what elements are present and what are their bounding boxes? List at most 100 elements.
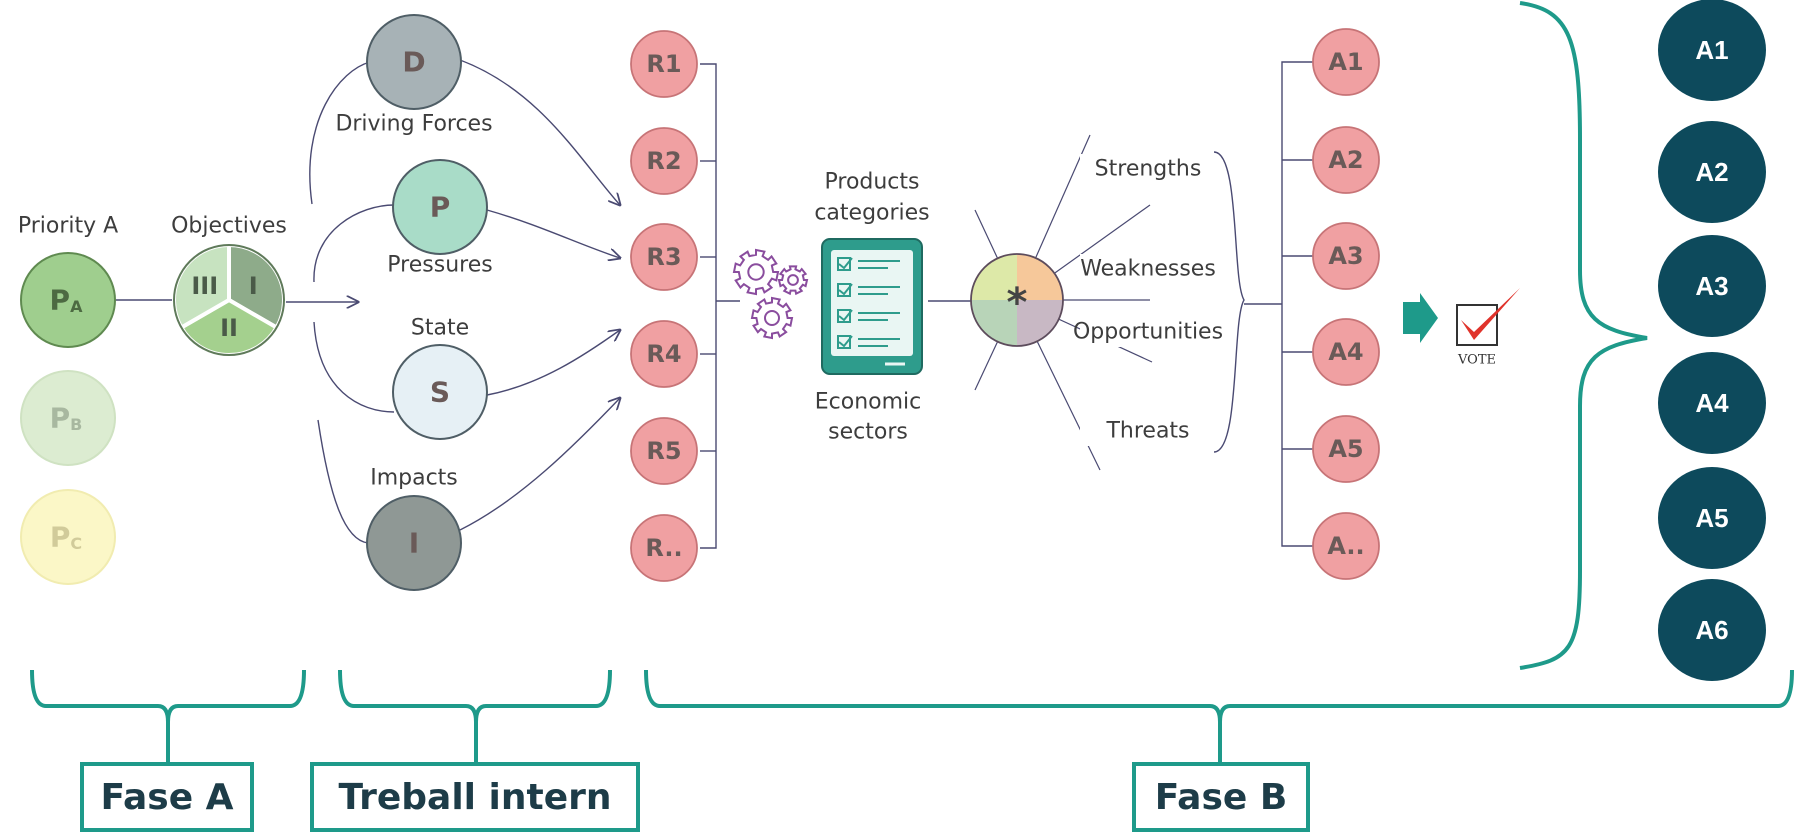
labels: Priority APAPBPCObjectivesIIIIIIDDriving… [18,35,1729,645]
connector-lines [115,59,1316,549]
action-node-label: A.. [1327,532,1364,560]
vote-box [1456,304,1498,346]
dpsir-node-letter: I [409,527,419,560]
swot-label: Threats [1105,419,1189,444]
objectives-label: Objectives [171,214,287,239]
checkbox-icon [837,283,851,297]
vote-checkbox-icon [1456,288,1520,346]
action-node [1312,126,1380,194]
treball-intern-label: Treball intern [338,776,612,818]
action-node [1312,415,1380,483]
final-action-node [1658,235,1766,337]
vote-label: VOTE [1457,353,1496,368]
response-node-label: R2 [646,147,681,175]
categories-label: categories [814,201,929,226]
gear-hub-icon [764,310,780,326]
dpsir-node-label: Pressures [387,253,492,278]
dpsir-node-label: State [411,316,469,341]
tablet-screen [831,250,913,356]
dpsir-arrow [459,398,620,531]
final-action-label: A4 [1695,388,1729,418]
treball-intern-bracket [338,669,612,723]
asterisk-icon: * [1007,280,1028,326]
teal-arrow-icon [1403,293,1438,343]
dpsir-node-letter: P [430,191,451,224]
products-label: Products [825,170,920,195]
objective-sector-label: II [220,314,238,342]
dpsir-arrow [486,209,620,258]
action-node-label: A4 [1328,338,1363,366]
response-node-label: R4 [646,340,681,368]
checkbox-icon [837,309,851,323]
fase-a-bracket [30,669,306,723]
swot-quadrant [971,254,1017,300]
check-mark-icon [838,309,853,322]
final-action-label: A5 [1695,503,1728,533]
gear-hub-icon [747,263,765,281]
dpsir-node [366,14,462,110]
checkbox-icon [837,257,851,271]
swot-label-bg [1080,317,1216,347]
swot-circle-outline [970,253,1064,347]
check-mark-icon [838,283,853,296]
objective-sector-label: III [191,272,218,300]
priority-node-subscript: B [70,415,82,434]
response-node [630,514,698,582]
treball-intern-box: Treball intern [310,762,640,832]
check-mark-icon [838,257,853,270]
actions-bracket-line [1281,61,1316,547]
fase-b-bracket [644,669,1794,723]
response-node [630,223,698,291]
gear-icon [732,248,780,296]
final-action-label: A3 [1695,271,1728,301]
checklist-tablet-icon [821,238,923,375]
fase-b-box: Fase B [1132,762,1310,832]
action-node-label: A2 [1328,146,1363,174]
swot-label: Opportunities [1073,320,1223,345]
branch-curve [309,61,371,205]
dpsir-node [366,495,462,591]
phase-brackets [30,1,1794,762]
action-node [1312,28,1380,96]
final-action-label: A1 [1695,35,1728,65]
action-node [1312,318,1380,386]
swot-quadrant [971,300,1017,346]
priority-node [20,370,116,466]
response-node-label: R3 [646,243,681,271]
economic-label: Economic [815,390,922,415]
final-action-label: A6 [1695,615,1728,645]
fase-a-box: Fase A [80,762,254,832]
final-action-label: A2 [1695,157,1728,187]
final-action-node [1658,579,1766,681]
response-node [630,30,698,98]
nodes: * [20,0,1766,681]
final-action-node [1658,352,1766,454]
swot-label: Strengths [1095,157,1202,182]
swot-brace [1213,151,1245,453]
action-node-label: A1 [1328,48,1363,76]
dpsir-arrow [486,330,620,396]
final-action-node [1658,0,1766,101]
action-node [1312,512,1380,580]
responses-bracket-line [700,63,717,549]
branch-curve [317,419,369,544]
swot-label-bg [1080,254,1216,284]
final-action-node [1658,121,1766,223]
action-node [1312,222,1380,290]
priority-node [20,252,116,348]
priority-node-label: PB [50,402,83,435]
branch-curve [313,321,395,413]
response-node-label: R.. [645,534,682,562]
branch-curve [313,204,395,283]
response-node [630,320,698,388]
dpsir-node-letter: D [402,46,425,79]
swot-label: Weaknesses [1080,257,1216,282]
response-node [630,417,698,485]
gear-icon [750,296,794,340]
final-action-node [1658,467,1766,569]
sectors-label: sectors [828,420,908,445]
fase-a-label: Fase A [100,776,234,818]
dpsir-node [392,159,488,255]
